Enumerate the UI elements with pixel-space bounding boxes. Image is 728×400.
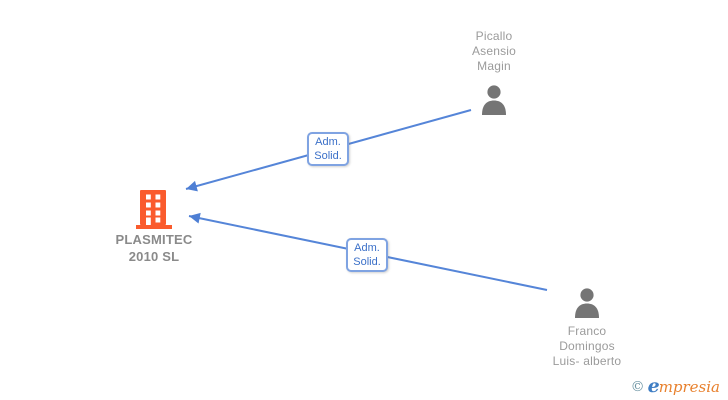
person-icon [482,85,506,115]
copyright-icon: © [630,379,645,395]
building-icon [136,190,172,229]
edge-label-adm-solid-1: Adm. Solid. [307,132,349,166]
company-name: PLASMITEC 2010 SL [115,232,193,264]
node-person-franco[interactable]: Franco Domingos Luis- alberto [517,288,657,369]
edge-label-adm-solid-2: Adm. Solid. [346,238,388,272]
empresia-logo[interactable]: © empresia [630,375,720,397]
brand-text: empresia [647,375,720,397]
person-icon [575,288,599,318]
node-company-plasmitec[interactable]: PLASMITEC 2010 SL [84,190,224,265]
person-name: Picallo Asensio Magin [471,29,517,73]
node-person-picallo[interactable]: Picallo Asensio Magin [424,29,564,115]
person-name: Franco Domingos Luis- alberto [552,324,622,368]
